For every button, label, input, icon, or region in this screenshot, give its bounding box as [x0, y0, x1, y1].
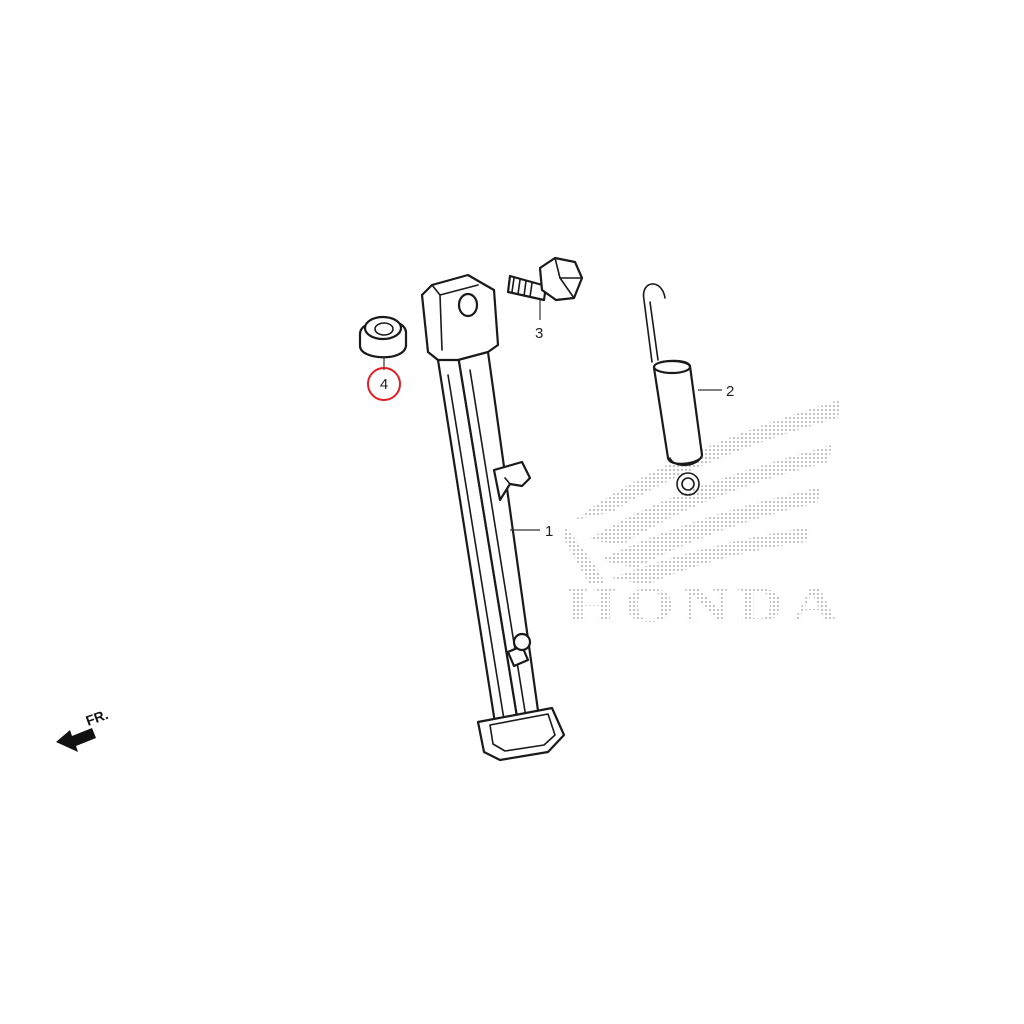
pivot-bolt-part — [506, 256, 584, 302]
highlight-circle — [367, 367, 401, 401]
callout-1[interactable]: 1 — [545, 523, 553, 540]
side-stand-part — [420, 273, 566, 762]
callout-4[interactable]: 4 — [380, 376, 388, 393]
honda-wordmark: HONDA — [566, 576, 846, 632]
front-arrow-icon — [56, 728, 96, 752]
callout-2[interactable]: 2 — [726, 383, 734, 400]
front-label: FR. — [84, 706, 111, 729]
spring-part — [642, 283, 704, 496]
callout-3[interactable]: 3 — [535, 325, 543, 342]
nut-part — [358, 315, 408, 359]
honda-wing-logo — [562, 400, 840, 585]
front-direction-indicator: FR. — [56, 706, 110, 752]
